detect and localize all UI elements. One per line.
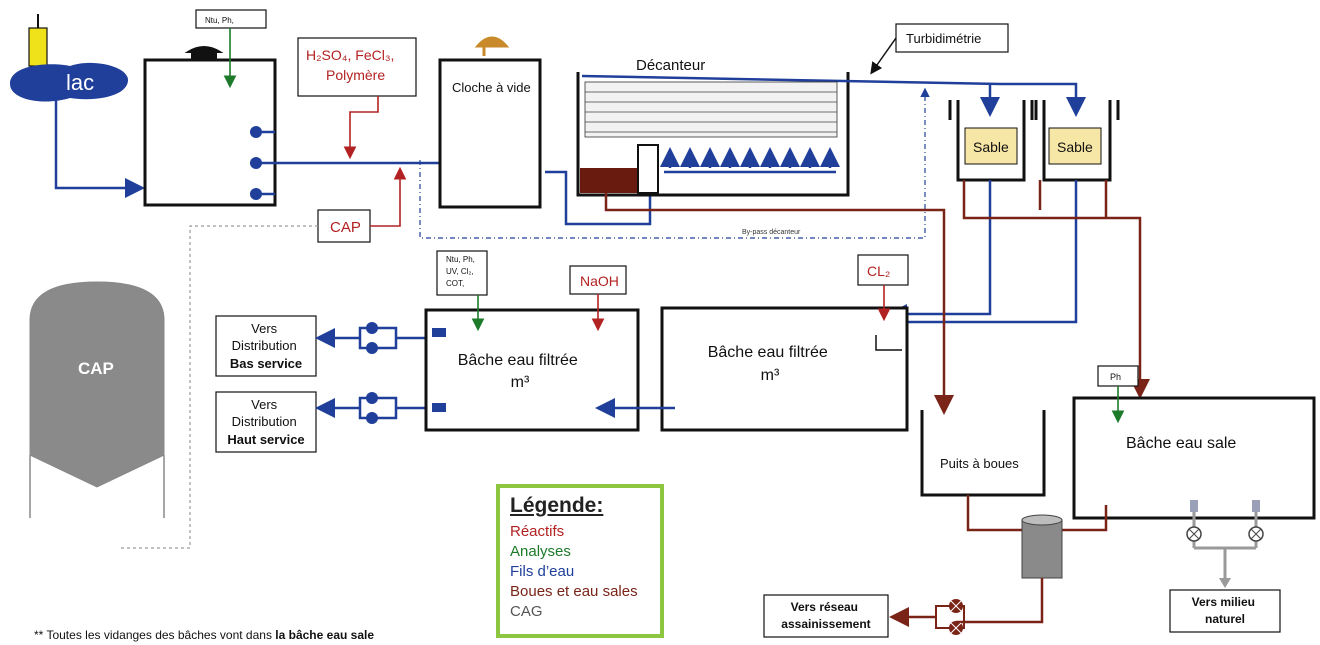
sand-filter-label: Sable [973,139,1009,155]
footnote-text: ** Toutes les vidanges des bâches vont d… [34,628,276,642]
legend: Légende: Réactifs Analyses Fils d’eau Bo… [496,484,664,638]
footnote-bold: la bâche eau sale [275,628,375,642]
reagents-top-label: H₂SO₄, FeCl₃, Polymère [306,47,398,83]
footnote: ** Toutes les vidanges des bâches vont d… [34,628,374,642]
tank-outlet [432,403,446,412]
outlet-valve [250,188,262,200]
outlet-valve [250,157,262,169]
decanter-label: Décanteur [636,57,705,74]
to-low-service-label: Vers Distribution Bas service [230,321,302,371]
intake-probe [28,27,48,67]
legend-item-fils-eau: Fils d’eau [510,563,575,580]
to-high-service-label: Vers Distribution Haut service [227,397,304,447]
analyses-top-label: Ntu, Ph, [205,16,234,25]
analyses-mid-label: Ntu, Ph, UV, Cl₂, COT, [446,255,477,288]
vacuum-bell [438,58,542,209]
sludge-pit [920,410,1046,497]
sand-filter-2: Sable [1034,100,1120,182]
to-sewer-label: Vers réseau assainissement [781,600,870,631]
lamella-pack [584,81,838,138]
lake-label: lac [66,70,94,95]
lake: lac [10,14,128,102]
to-nature-label: Vers milieu naturel [1192,595,1259,626]
vacuum-bell-label: Cloche à vide [452,80,531,95]
outlet-valve [250,126,262,138]
legend-item-cag: CAG [510,603,543,620]
sludge-separator [1021,514,1063,579]
mixer-icon [184,46,224,60]
tank-outlet [432,328,446,337]
naoh-label: NaOH [580,273,619,289]
legend-title: Légende: [510,494,604,517]
sludge-zone [580,168,638,193]
cap-reagent-label: CAP [330,219,361,236]
distribution-pump-low [315,322,428,354]
ph-label: Ph [1110,372,1121,382]
vacuum-valve-icon [474,36,510,56]
cap-silo-label: CAP [78,359,114,378]
dirty-tank-label: Bâche eau sale [1126,435,1236,452]
bypass-label: By-pass décanteur [742,229,801,236]
filtered-water-tank-1 [424,308,640,432]
sludge-pit-label: Puits à boues [940,456,1019,471]
cap-silo: CAP [29,281,165,518]
sewer-valves [935,599,965,635]
legend-item-reactifs: Réactifs [510,523,565,540]
decanter: Décanteur [576,57,1001,197]
turbidimetry-label: Turbidimétrie [906,31,981,46]
filtered-water-tank-2 [660,306,909,432]
filtered-tank-1-label: Bâche eau filtrée m³ [458,352,583,391]
cl2-label: CL₂ [867,263,890,279]
sand-filter-label: Sable [1057,139,1093,155]
distribution-pump-high [315,392,428,424]
legend-item-analyses: Analyses [510,543,571,560]
legend-item-boues: Boues et eau sales [510,583,638,600]
filtered-tank-2-label: Bâche eau filtrée m³ [708,344,833,384]
drain-valves [1186,500,1264,588]
sand-filter-1: Sable [948,100,1034,182]
